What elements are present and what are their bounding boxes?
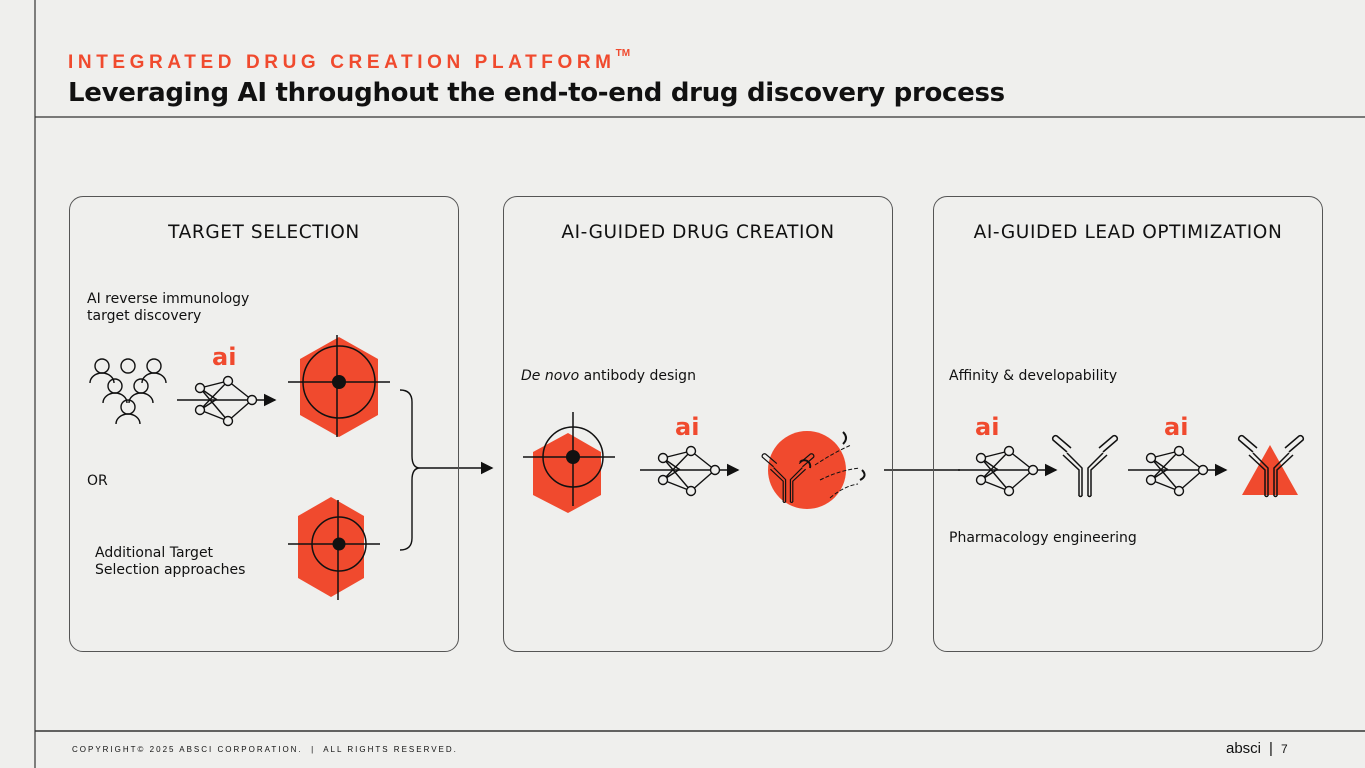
- de-novo-label: De novo antibody design: [521, 368, 696, 385]
- de-novo-rest: antibody design: [579, 368, 696, 384]
- target-hexagon-icon: [523, 412, 615, 513]
- ai-logo-icon: ai: [1164, 413, 1189, 441]
- panel-title: AI-GUIDED DRUG CREATION: [561, 222, 835, 243]
- panel-drug-creation: AI-GUIDED DRUG CREATION: [503, 196, 893, 652]
- or-label: OR: [87, 473, 108, 489]
- target-hexagon-icon: [288, 335, 390, 437]
- eyebrow-text: INTEGRATED DRUG CREATION PLATFORM: [68, 52, 616, 73]
- optimized-antibody-icon: [1237, 434, 1305, 498]
- panel-title: AI-GUIDED LEAD OPTIMIZATION: [973, 222, 1283, 243]
- footer-brand: absci|7: [1226, 740, 1288, 757]
- ai-reverse-immunology-label: AI reverse immunology target discovery: [87, 291, 250, 324]
- panel-target-selection: TARGET SELECTION: [69, 196, 459, 652]
- eyebrow: INTEGRATED DRUG CREATION PLATFORMTM: [68, 48, 630, 74]
- ai-logo-icon: ai: [212, 343, 237, 371]
- de-novo-italic: De novo: [521, 368, 580, 384]
- people-icon: [89, 358, 167, 425]
- affinity-label: Affinity & developability: [949, 368, 1118, 384]
- ai-logo-icon: ai: [975, 413, 1000, 441]
- absci-logo: absci: [1226, 740, 1262, 757]
- panel-lead-optimization: AI-GUIDED LEAD OPTIMIZATION: [933, 196, 1323, 652]
- additional-target-label: Additional Target Selection approaches: [95, 545, 246, 578]
- page-title: Leveraging AI throughout the end-to-end …: [68, 78, 1005, 108]
- pharmacology-label: Pharmacology engineering: [949, 530, 1137, 546]
- antibody-binding-icon: [761, 431, 866, 509]
- bracket-icon: [399, 389, 494, 551]
- target-hexagon-icon: [288, 497, 380, 600]
- trademark: TM: [615, 48, 631, 59]
- copyright: COPYRIGHT© 2025 ABSCI CORPORATION. | ALL…: [72, 745, 458, 754]
- page-number: 7: [1280, 742, 1288, 756]
- ai-logo-icon: ai: [675, 413, 700, 441]
- panel-title: TARGET SELECTION: [168, 222, 360, 243]
